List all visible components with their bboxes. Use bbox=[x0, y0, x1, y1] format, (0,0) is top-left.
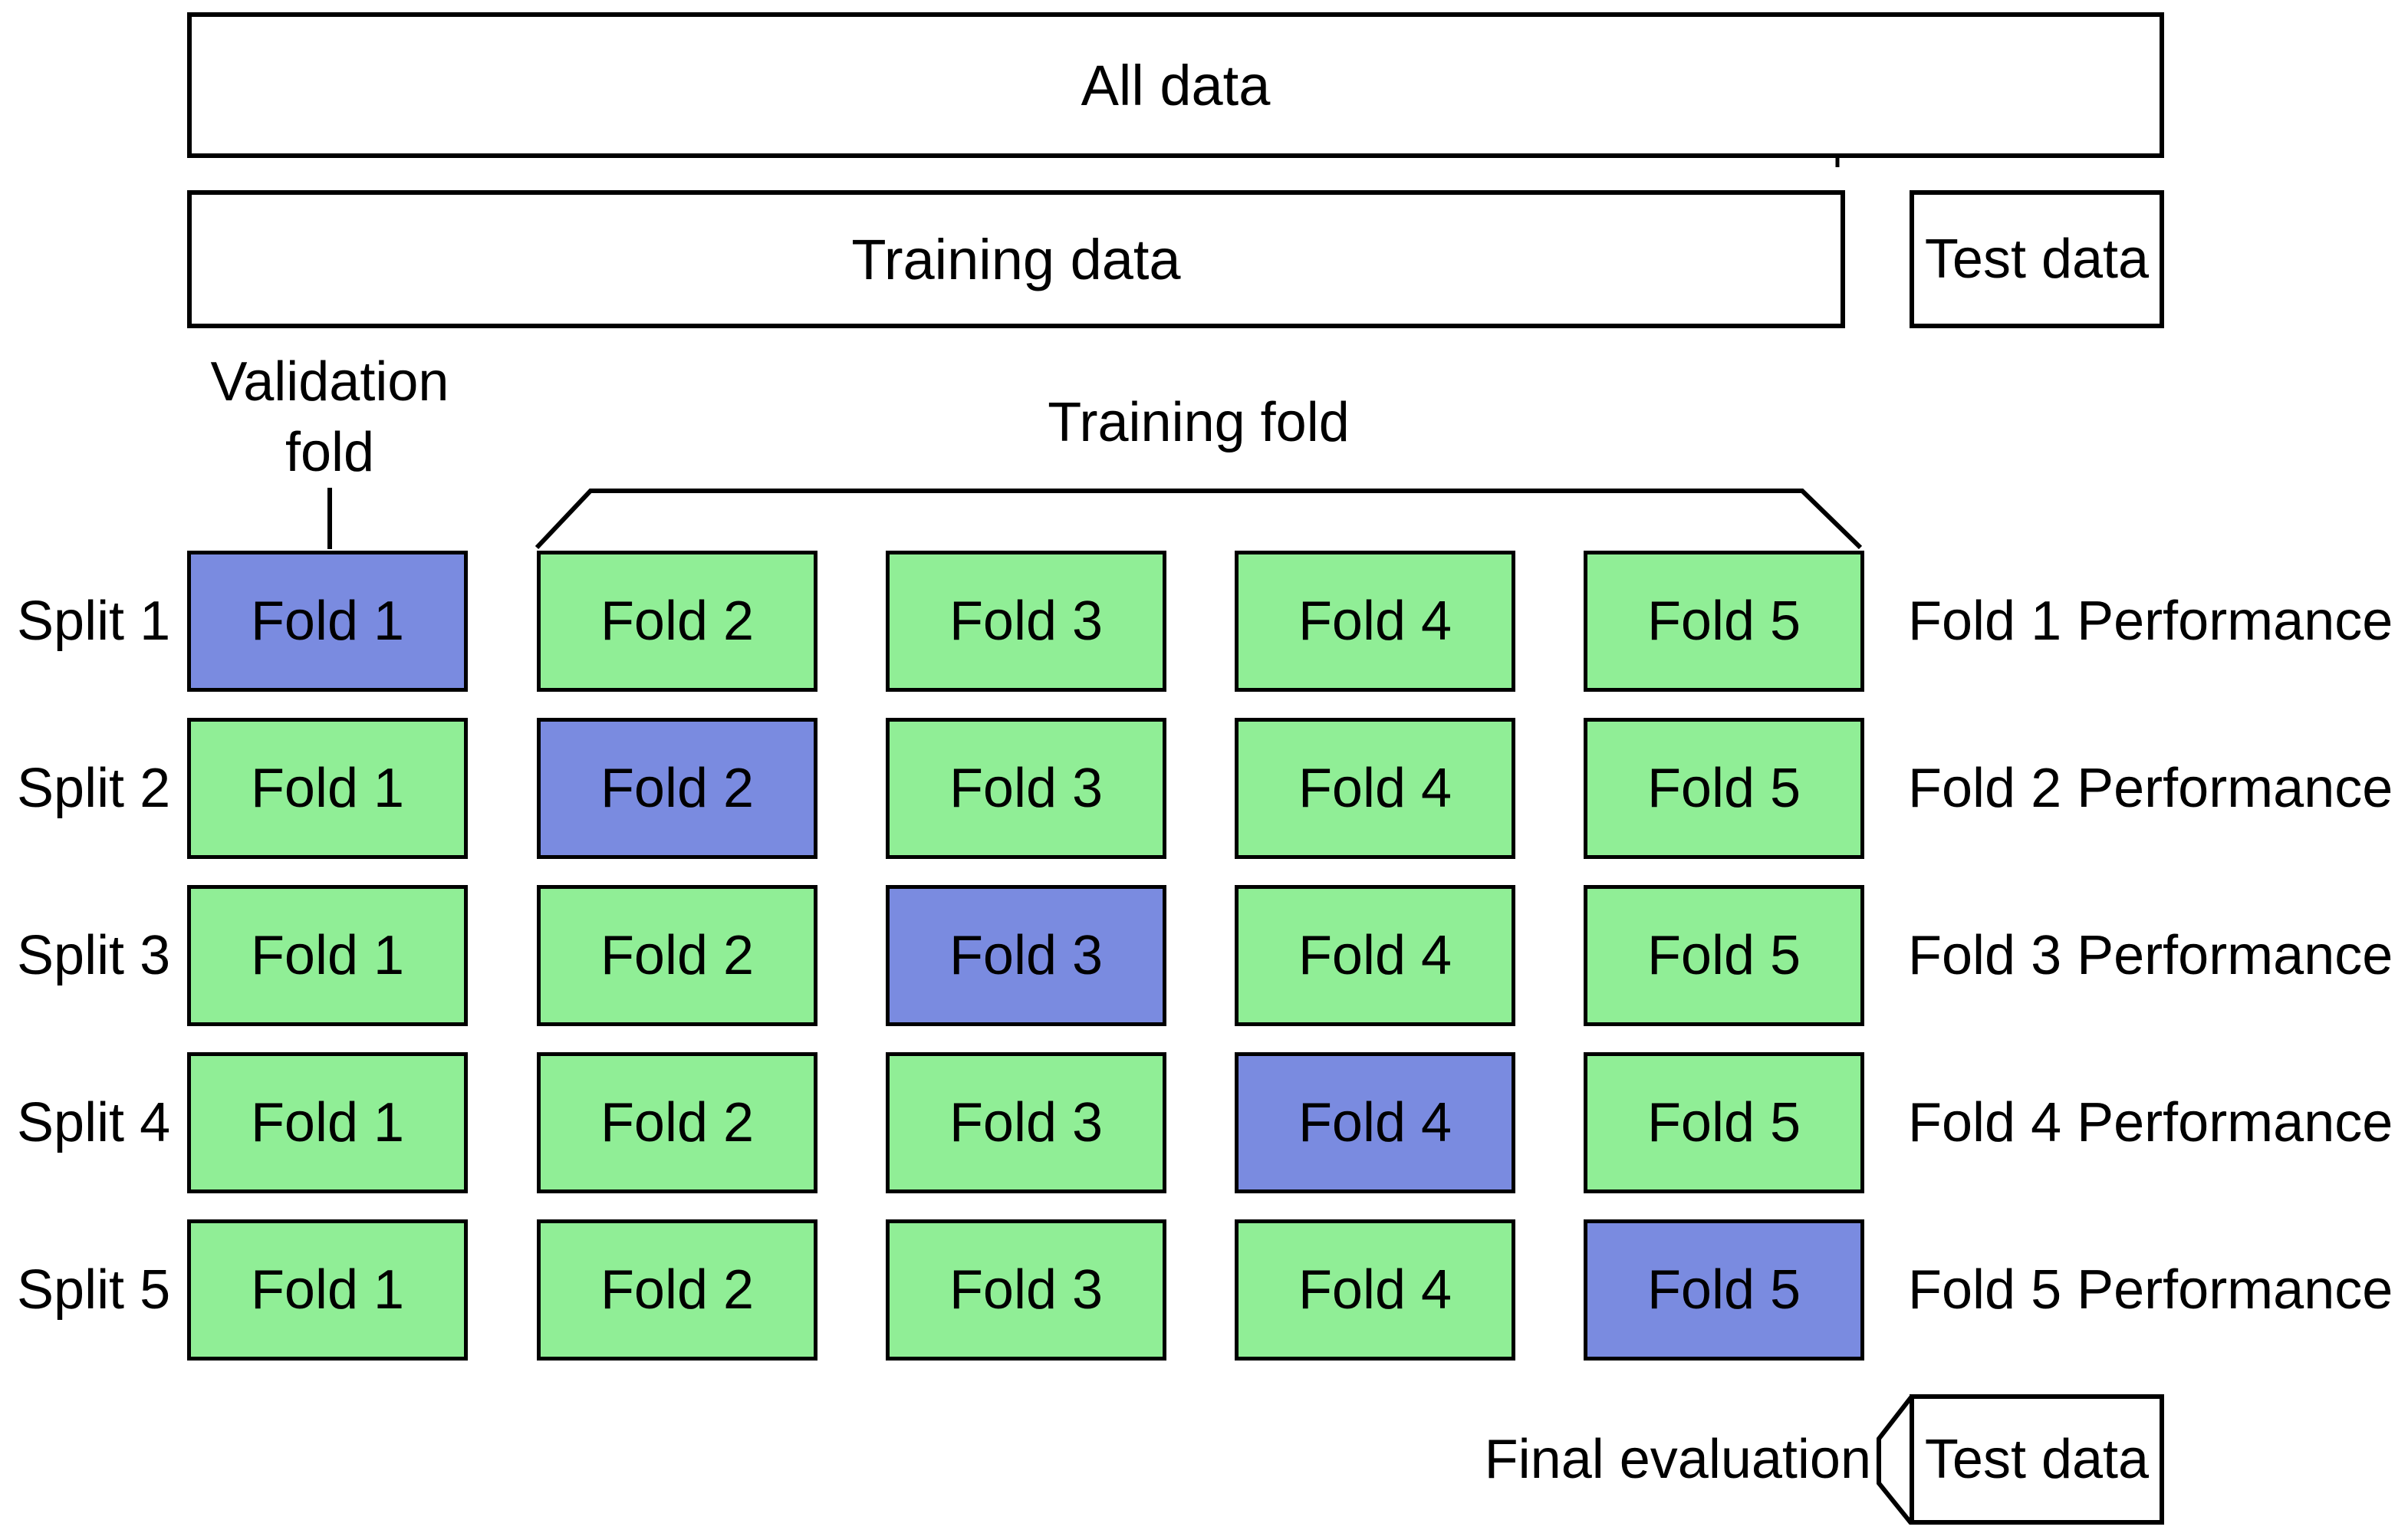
performance-label-1: Fold 1 Performance bbox=[1908, 591, 2393, 652]
fold-cell: Fold 4 bbox=[1235, 1219, 1515, 1361]
performance-label-5: Fold 5 Performance bbox=[1908, 1259, 2393, 1321]
split-row-3: Split 3 Fold 1 Fold 2 Fold 3 Fold 4 Fold… bbox=[0, 885, 2408, 1026]
split-label-5: Split 5 bbox=[17, 1259, 171, 1321]
fold-cell: Fold 2 bbox=[537, 885, 817, 1026]
split-row-2: Split 2 Fold 1 Fold 2 Fold 3 Fold 4 Fold… bbox=[0, 718, 2408, 859]
fold-cell: Fold 1 bbox=[187, 1219, 468, 1361]
final-evaluation-label: Final evaluation bbox=[1484, 1429, 1871, 1490]
fold-cell: Fold 2 bbox=[537, 1219, 817, 1361]
training-data-label: Training data bbox=[851, 227, 1181, 291]
training-fold-bracket bbox=[535, 489, 1863, 550]
fold-cell: Fold 1 bbox=[187, 551, 468, 692]
fold-cell: Fold 3 bbox=[886, 551, 1166, 692]
performance-label-4: Fold 4 Performance bbox=[1908, 1092, 2393, 1153]
final-test-data-label: Test data bbox=[1924, 1429, 2150, 1490]
validation-fold-label-line2: fold bbox=[285, 422, 375, 483]
split-row-5: Split 5 Fold 1 Fold 2 Fold 3 Fold 4 Fold… bbox=[0, 1219, 2408, 1361]
fold-cell: Fold 2 bbox=[537, 1052, 817, 1193]
fold-cell: Fold 4 bbox=[1235, 885, 1515, 1026]
fold-cell: Fold 3 bbox=[886, 718, 1166, 859]
fold-cell: Fold 5 bbox=[1584, 1052, 1864, 1193]
all-data-label: All data bbox=[1081, 53, 1271, 117]
training-fold-label: Training fold bbox=[1048, 392, 1350, 453]
all-data-box: All data bbox=[187, 12, 2164, 158]
fold-cell: Fold 4 bbox=[1235, 551, 1515, 692]
validation-fold-label: Validation fold bbox=[100, 347, 560, 488]
test-data-flap bbox=[1877, 1396, 1913, 1525]
fold-cell: Fold 3 bbox=[886, 1052, 1166, 1193]
fold-cell: Fold 3 bbox=[886, 885, 1166, 1026]
split-row-4: Split 4 Fold 1 Fold 2 Fold 3 Fold 4 Fold… bbox=[0, 1052, 2408, 1193]
fold-cell: Fold 3 bbox=[886, 1219, 1166, 1361]
fold-cell: Fold 1 bbox=[187, 718, 468, 859]
split-label-1: Split 1 bbox=[17, 591, 171, 652]
fold-cell: Fold 5 bbox=[1584, 885, 1864, 1026]
fold-cell: Fold 5 bbox=[1584, 551, 1864, 692]
fold-cell: Fold 2 bbox=[537, 551, 817, 692]
fold-cell: Fold 5 bbox=[1584, 1219, 1864, 1361]
test-data-box: Test data bbox=[1910, 190, 2164, 328]
split-label-4: Split 4 bbox=[17, 1092, 171, 1153]
split-label-3: Split 3 bbox=[17, 925, 171, 986]
fold-cell: Fold 4 bbox=[1235, 1052, 1515, 1193]
performance-label-2: Fold 2 Performance bbox=[1908, 758, 2393, 819]
split-label-2: Split 2 bbox=[17, 758, 171, 819]
training-data-box: Training data bbox=[187, 190, 1845, 328]
performance-label-3: Fold 3 Performance bbox=[1908, 925, 2393, 986]
split-row-1: Split 1 Fold 1 Fold 2 Fold 3 Fold 4 Fold… bbox=[0, 551, 2408, 692]
fold-cell: Fold 1 bbox=[187, 1052, 468, 1193]
test-data-label: Test data bbox=[1924, 229, 2150, 290]
fold-cell: Fold 4 bbox=[1235, 718, 1515, 859]
fold-cell: Fold 2 bbox=[537, 718, 817, 859]
validation-fold-label-line1: Validation bbox=[210, 351, 449, 413]
fold-cell: Fold 1 bbox=[187, 885, 468, 1026]
final-test-data-box: Test data bbox=[1910, 1394, 2164, 1525]
fold-cell: Fold 5 bbox=[1584, 718, 1864, 859]
